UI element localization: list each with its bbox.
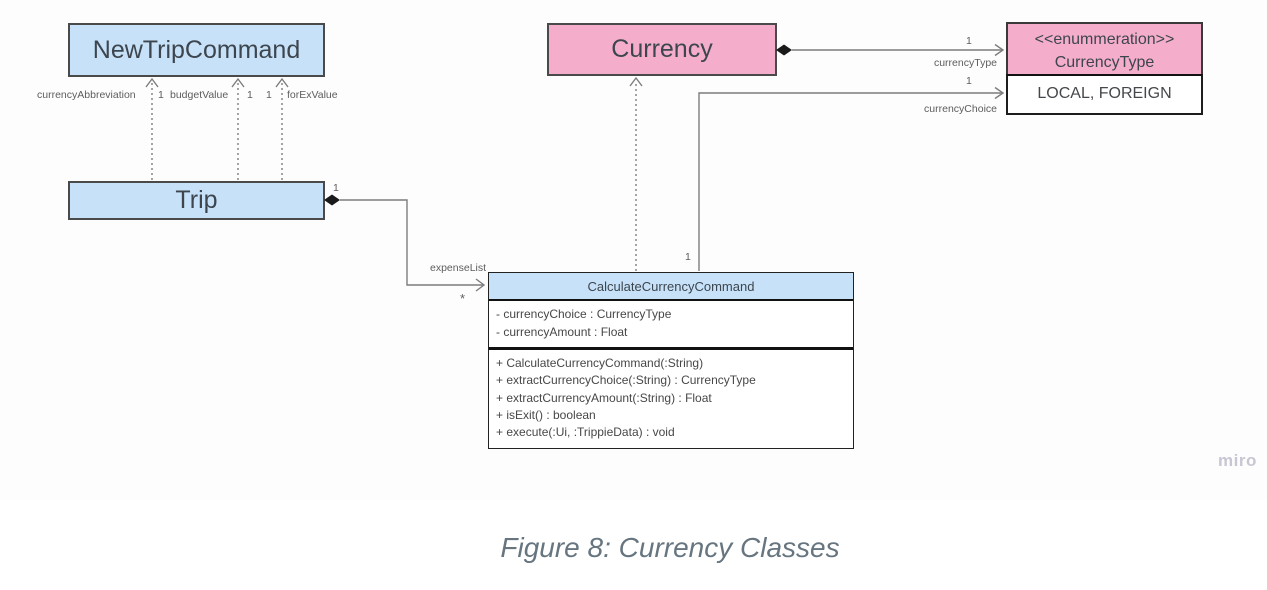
role-label-currency-abbreviation: currencyAbbreviation: [37, 89, 136, 101]
enum-name: CurrencyType: [1054, 54, 1155, 71]
class-calculate-currency-command: CalculateCurrencyCommand - currencyChoic…: [488, 272, 854, 450]
class-methods: + CalculateCurrencyCommand(:String) + ex…: [489, 350, 853, 448]
multiplicity-label: 1: [966, 35, 972, 47]
attribute: - currencyChoice : CurrencyType: [496, 307, 672, 321]
class-name: Trip: [175, 186, 218, 214]
method: + isExit() : boolean: [496, 407, 596, 422]
enum-stereotype: <<enummeration>>: [1034, 31, 1175, 48]
class-name: CalculateCurrencyCommand: [489, 273, 853, 301]
class-currency: Currency: [547, 23, 777, 76]
enum-header: <<enummeration>> CurrencyType: [1006, 22, 1203, 76]
multiplicity-label: 1: [333, 182, 339, 194]
method: + extractCurrencyChoice(:String) : Curre…: [496, 373, 756, 388]
multiplicity-label-many: *: [460, 291, 466, 306]
multiplicity-label: 1: [966, 75, 972, 87]
method: + CalculateCurrencyCommand(:String): [496, 356, 704, 370]
class-trip: Trip: [68, 181, 325, 220]
enum-currency-type: <<enummeration>> CurrencyType LOCAL, FOR…: [1006, 22, 1203, 115]
role-label-currency-choice: currencyChoice: [924, 103, 997, 115]
dependency-calc-currency: [629, 76, 643, 271]
multiplicity-label: 1: [247, 89, 253, 101]
association-calc-currencytype: [698, 86, 1005, 271]
role-label-budget-value: budgetValue: [170, 89, 229, 101]
class-name: NewTripCommand: [92, 35, 301, 64]
role-label-currency-type: currencyType: [933, 57, 997, 69]
multiplicity-label: 1: [158, 89, 164, 101]
multiplicity-label: 1: [266, 89, 272, 101]
miro-watermark: miro: [1218, 451, 1257, 470]
composition-trip-expenselist: [324, 194, 486, 292]
role-label-expense-list: expenseList: [430, 262, 487, 274]
uml-class-diagram: NewTripCommand Trip Currency <<enummerat…: [37, 22, 1257, 470]
method: + extractCurrencyAmount(:String) : Float: [496, 390, 712, 405]
attribute: - currencyAmount : Float: [496, 324, 628, 339]
method: + execute(:Ui, :TrippieData) : void: [496, 425, 675, 440]
class-attributes: - currencyChoice : CurrencyType - curren…: [489, 301, 853, 350]
figure-caption: Figure 8: Currency Classes: [500, 532, 840, 563]
role-label-forex-value: forExValue: [287, 89, 338, 101]
class-new-trip-command: NewTripCommand: [68, 23, 325, 77]
multiplicity-label: 1: [685, 251, 691, 263]
class-name: Currency: [611, 35, 713, 63]
enum-literals: LOCAL, FOREIGN: [1006, 74, 1203, 115]
